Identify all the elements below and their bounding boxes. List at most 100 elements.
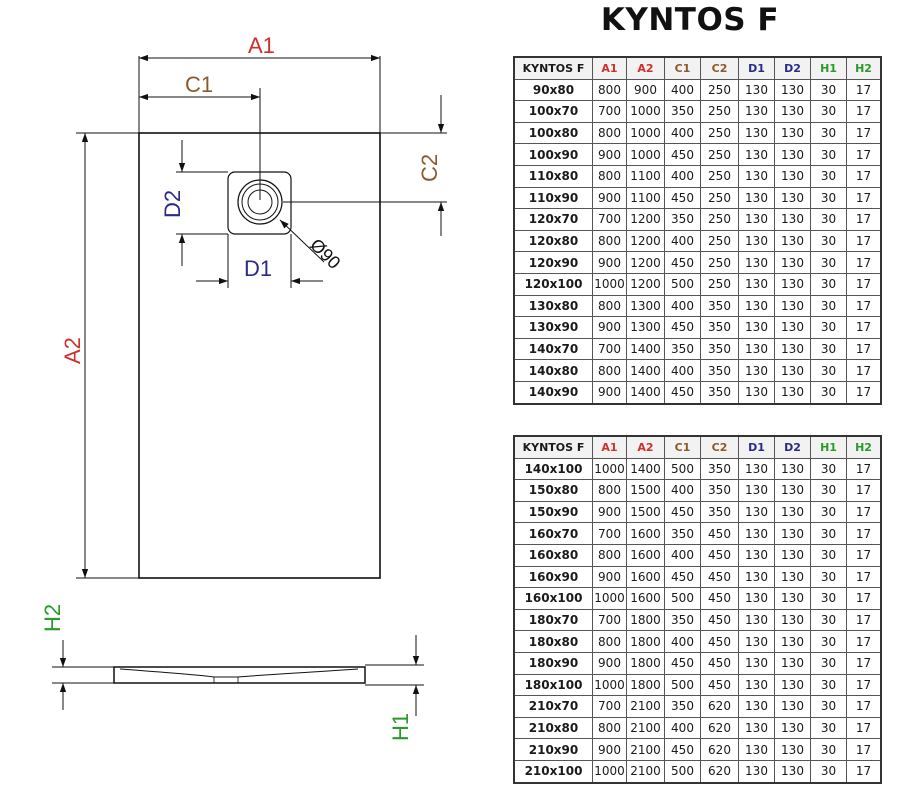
value-cell: 17: [846, 759, 881, 783]
value-cell: 130: [738, 673, 775, 697]
value-cell: 900: [592, 651, 627, 675]
value-cell: 130: [774, 186, 811, 210]
value-cell: 17: [846, 587, 881, 610]
value-cell: 130: [774, 316, 811, 339]
column-header: C2: [700, 436, 739, 459]
value-cell: 620: [700, 738, 739, 761]
value-cell: 250: [700, 78, 739, 102]
value-cell: 130: [738, 337, 775, 361]
value-cell: 130: [774, 543, 811, 567]
value-cell: 17: [846, 738, 881, 761]
value-cell: 130: [738, 78, 775, 102]
value-cell: 450: [664, 316, 701, 339]
value-cell: 130: [738, 738, 775, 761]
value-cell: 500: [664, 587, 701, 610]
value-cell: 450: [700, 522, 739, 545]
value-cell: 1600: [626, 587, 665, 610]
value-cell: 130: [738, 759, 775, 783]
value-cell: 130: [738, 359, 775, 382]
value-cell: 1100: [626, 164, 665, 188]
dimension-labels: A1 C1 A2 C2 D2 D1 Ø90 H2 H1: [40, 33, 442, 741]
value-cell: 30: [810, 251, 847, 274]
value-cell: 17: [846, 380, 881, 404]
model-cell: 140x80: [514, 359, 593, 382]
value-cell: 17: [846, 651, 881, 675]
value-cell: 2100: [626, 738, 665, 761]
value-cell: 500: [664, 457, 701, 481]
value-cell: 450: [664, 143, 701, 166]
column-header: A1: [592, 436, 627, 459]
value-cell: 400: [664, 164, 701, 188]
value-cell: 1000: [592, 457, 627, 481]
value-cell: 2100: [626, 716, 665, 740]
value-cell: 450: [664, 500, 701, 524]
column-header: H1: [810, 57, 847, 80]
value-cell: 17: [846, 208, 881, 231]
model-cell: 100x80: [514, 121, 593, 145]
product-title: KYNTOS F: [600, 2, 780, 38]
column-header: A2: [626, 436, 665, 459]
value-cell: 130: [738, 651, 775, 675]
value-cell: 30: [810, 186, 847, 210]
value-cell: 17: [846, 543, 881, 567]
value-cell: 1800: [626, 630, 665, 653]
label-d2: D2: [160, 190, 185, 218]
value-cell: 130: [738, 316, 775, 339]
value-cell: 1100: [626, 186, 665, 210]
value-cell: 250: [700, 186, 739, 210]
value-cell: 450: [700, 608, 739, 632]
value-cell: 30: [810, 716, 847, 740]
model-cell: 180x100: [514, 673, 593, 697]
value-cell: 900: [626, 78, 665, 102]
value-cell: 500: [664, 673, 701, 697]
model-cell: 160x100: [514, 587, 593, 610]
value-cell: 800: [592, 121, 627, 145]
model-cell: 120x100: [514, 272, 593, 296]
label-drain-diameter: Ø90: [306, 235, 344, 273]
value-cell: 1200: [626, 229, 665, 253]
value-cell: 1200: [626, 251, 665, 274]
value-cell: 350: [664, 522, 701, 545]
value-cell: 1400: [626, 380, 665, 404]
model-cell: 210x90: [514, 738, 593, 761]
model-cell: 100x70: [514, 100, 593, 123]
value-cell: 400: [664, 121, 701, 145]
value-cell: 450: [700, 543, 739, 567]
value-cell: 30: [810, 100, 847, 123]
value-cell: 130: [738, 164, 775, 188]
value-cell: 1000: [592, 759, 627, 783]
column-header: C2: [700, 57, 739, 80]
value-cell: 350: [664, 208, 701, 231]
value-cell: 17: [846, 294, 881, 318]
value-cell: 900: [592, 738, 627, 761]
model-cell: 120x70: [514, 208, 593, 231]
value-cell: 130: [774, 251, 811, 274]
value-cell: 30: [810, 272, 847, 296]
value-cell: 800: [592, 630, 627, 653]
value-cell: 30: [810, 565, 847, 589]
value-cell: 30: [810, 630, 847, 653]
label-h2: H2: [40, 604, 65, 632]
value-cell: 700: [592, 337, 627, 361]
value-cell: 30: [810, 651, 847, 675]
value-cell: 250: [700, 272, 739, 296]
label-a2: A2: [60, 337, 85, 364]
model-cell: 90x80: [514, 78, 593, 102]
value-cell: 130: [738, 100, 775, 123]
value-cell: 700: [592, 100, 627, 123]
value-cell: 1000: [626, 121, 665, 145]
value-cell: 17: [846, 251, 881, 274]
value-cell: 30: [810, 457, 847, 481]
value-cell: 900: [592, 143, 627, 166]
value-cell: 450: [700, 565, 739, 589]
